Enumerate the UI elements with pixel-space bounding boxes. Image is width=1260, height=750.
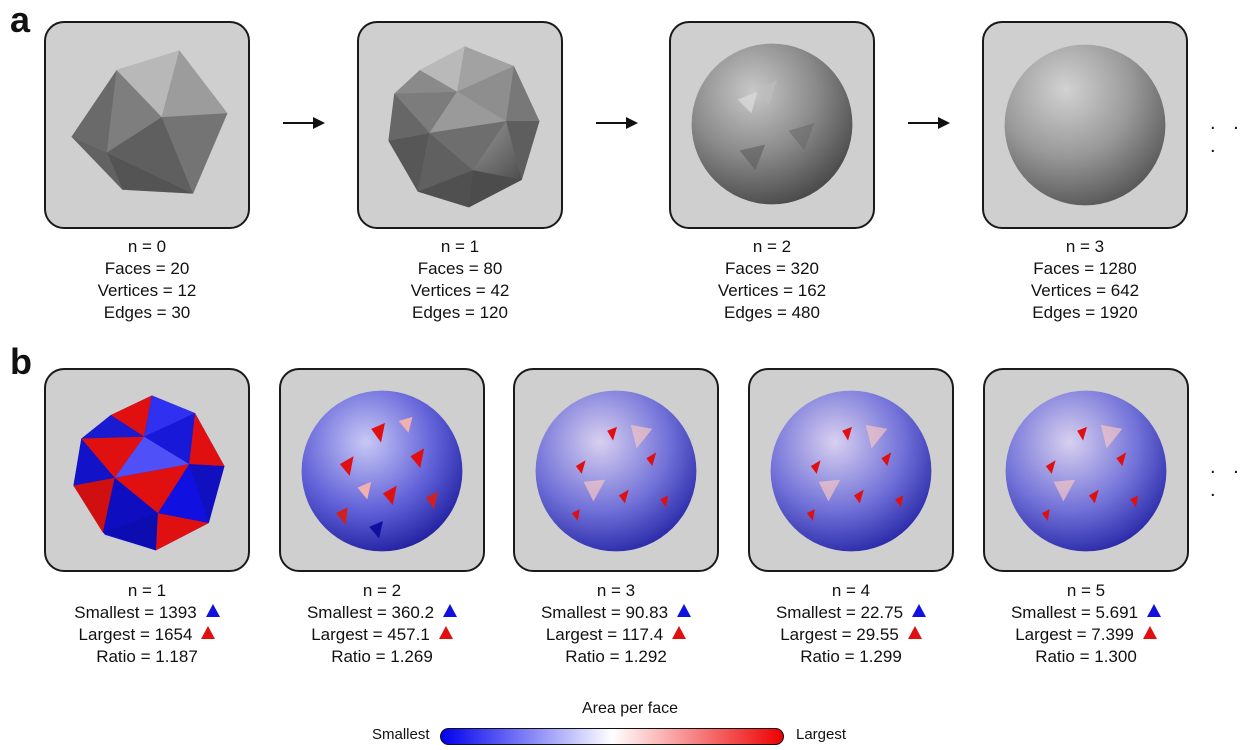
n-label: n = 1 <box>127 581 167 600</box>
largest-label: Largest = 457.1 <box>311 625 430 644</box>
arrow-right-icon <box>283 117 325 129</box>
area-sphere-n1-image <box>44 368 250 572</box>
caption-b-2: n = 3 Smallest = 90.83 Largest = 117.4 R… <box>513 580 719 668</box>
n-label: n = 4 <box>831 581 871 600</box>
faces-label: Faces = 320 <box>724 259 820 278</box>
smallest-label: Smallest = 22.75 <box>775 603 904 622</box>
caption-a-0: n = 0 Faces = 20 Vertices = 12 Edges = 3… <box>47 236 247 324</box>
blue-triangle-icon <box>205 604 220 617</box>
ratio-label: Ratio = 1.269 <box>331 647 433 666</box>
edges-label: Edges = 480 <box>724 303 820 322</box>
ratio-label: Ratio = 1.187 <box>96 647 198 666</box>
edges-label: Edges = 30 <box>103 303 191 322</box>
red-triangle-icon <box>201 626 216 639</box>
ellipsis-a: . . . <box>1210 112 1245 157</box>
area-sphere-n4-image <box>748 368 954 572</box>
n-label: n = 2 <box>752 237 792 256</box>
smallest-label: Smallest = 1393 <box>74 603 197 622</box>
red-triangle-icon <box>1142 626 1157 639</box>
smallest-label: Smallest = 5.691 <box>1010 603 1139 622</box>
n-label: n = 0 <box>127 237 167 256</box>
panel-b-letter: b <box>10 341 32 382</box>
red-triangle-icon <box>907 626 922 639</box>
largest-label: Largest = 1654 <box>78 625 193 644</box>
red-triangle-icon <box>672 626 687 639</box>
faces-label: Faces = 80 <box>417 259 503 278</box>
icosahedron-n0-image <box>44 21 250 229</box>
faces-label: Faces = 20 <box>104 259 190 278</box>
red-triangle-icon <box>438 626 453 639</box>
ratio-label: Ratio = 1.300 <box>1035 647 1137 666</box>
n-label: n = 1 <box>440 237 480 256</box>
caption-a-3: n = 3 Faces = 1280 Vertices = 642 Edges … <box>985 236 1185 324</box>
area-sphere-n5-image <box>983 368 1189 572</box>
ratio-label: Ratio = 1.299 <box>800 647 902 666</box>
panel-a-letter: a <box>10 0 31 40</box>
blue-triangle-icon <box>912 604 927 617</box>
colorbar-gradient <box>440 728 784 745</box>
blue-triangle-icon <box>677 604 692 617</box>
ellipsis-b: . . . <box>1210 456 1245 501</box>
n-label: n = 2 <box>362 581 402 600</box>
edges-label: Edges = 1920 <box>1032 303 1138 322</box>
smallest-label: Smallest = 360.2 <box>306 603 435 622</box>
arrow-right-icon <box>908 117 950 129</box>
n-label: n = 5 <box>1066 581 1106 600</box>
geodesic-sphere-n1-image <box>357 21 563 229</box>
caption-b-1: n = 2 Smallest = 360.2 Largest = 457.1 R… <box>279 580 485 668</box>
area-sphere-n2-image <box>279 368 485 572</box>
smallest-label: Smallest = 90.83 <box>540 603 669 622</box>
edges-label: Edges = 120 <box>412 303 508 322</box>
largest-label: Largest = 117.4 <box>545 625 664 644</box>
largest-label: Largest = 7.399 <box>1015 625 1134 644</box>
vertices-label: Vertices = 12 <box>97 281 197 300</box>
caption-b-0: n = 1 Smallest = 1393 Largest = 1654 Rat… <box>44 580 250 668</box>
vertices-label: Vertices = 642 <box>1030 281 1140 300</box>
colorbar-high-label: Largest <box>796 726 847 743</box>
ratio-label: Ratio = 1.292 <box>565 647 667 666</box>
blue-triangle-icon <box>443 604 458 617</box>
geodesic-sphere-n3-image <box>982 21 1188 229</box>
vertices-label: Vertices = 42 <box>410 281 510 300</box>
largest-label: Largest = 29.55 <box>780 625 899 644</box>
colorbar-title: Area per face <box>581 700 679 717</box>
area-sphere-n3-image <box>513 368 719 572</box>
n-label: n = 3 <box>596 581 636 600</box>
blue-triangle-icon <box>1147 604 1162 617</box>
faces-label: Faces = 1280 <box>1033 259 1137 278</box>
geodesic-sphere-n2-image <box>669 21 875 229</box>
n-label: n = 3 <box>1065 237 1105 256</box>
caption-a-2: n = 2 Faces = 320 Vertices = 162 Edges =… <box>672 236 872 324</box>
caption-b-3: n = 4 Smallest = 22.75 Largest = 29.55 R… <box>748 580 954 668</box>
vertices-label: Vertices = 162 <box>717 281 827 300</box>
caption-b-4: n = 5 Smallest = 5.691 Largest = 7.399 R… <box>983 580 1189 668</box>
arrow-right-icon <box>596 117 638 129</box>
caption-a-1: n = 1 Faces = 80 Vertices = 42 Edges = 1… <box>360 236 560 324</box>
colorbar-low-label: Smallest <box>372 726 430 743</box>
